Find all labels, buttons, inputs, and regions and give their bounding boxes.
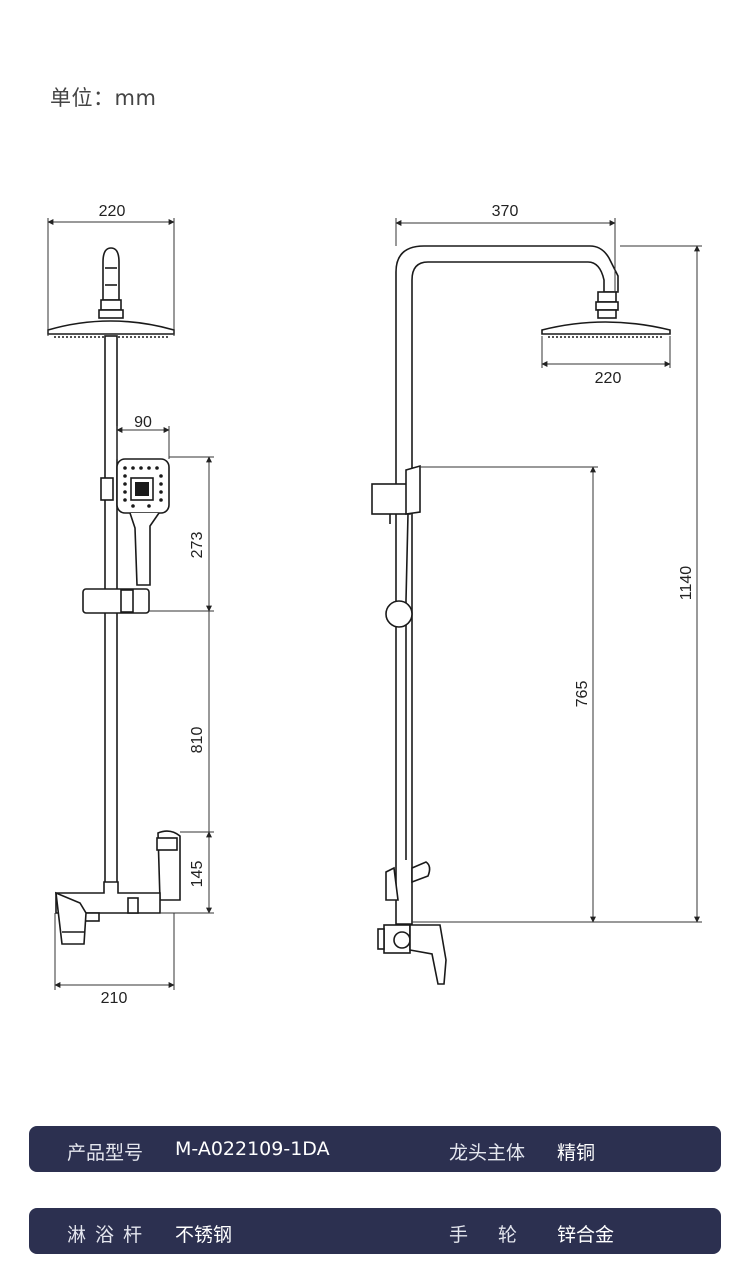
- side-slide-knob: [385, 600, 413, 628]
- side-outlet: [385, 866, 399, 901]
- side-riser-arm: [395, 245, 619, 925]
- spec-value-faucet-body: 精铜: [557, 1142, 596, 1164]
- spec-value-handwheel: 锌合金: [557, 1224, 615, 1246]
- dim-side-showerhead-width: 220: [595, 370, 622, 387]
- dim-front-rail-length: 810: [189, 727, 206, 754]
- technical-drawing: 220 90 273 810 145 210 370 220 1140 765: [47, 203, 702, 1007]
- side-lever-handle: [409, 924, 447, 985]
- spec-value-shower-rod: 不锈钢: [175, 1224, 233, 1246]
- spec-label-model: 产品型号: [67, 1142, 144, 1164]
- dim-front-spout-height: 145: [189, 861, 206, 888]
- dim-side-total-height: 1140: [678, 566, 695, 601]
- front-slide-holder: [82, 588, 150, 614]
- front-showerhead: [47, 320, 175, 335]
- spec-label-shower-rod: 淋浴杆: [67, 1224, 152, 1246]
- front-top-pipe: [102, 247, 120, 301]
- side-view: [371, 245, 671, 985]
- dim-side-arm-reach: 370: [492, 203, 519, 220]
- front-handheld-grip: [129, 512, 160, 586]
- dim-front-body-width: 210: [101, 990, 128, 1007]
- dim-front-handheld-height: 273: [189, 532, 206, 559]
- side-hose: [405, 513, 409, 860]
- spec-bar-model: 产品型号 M-A022109-1DA 龙头主体 精铜: [29, 1126, 721, 1172]
- front-dimension-lines: [47, 218, 214, 990]
- unit-label: 单位：mm: [50, 86, 157, 110]
- dim-front-showerhead-width: 220: [99, 203, 126, 220]
- side-showerhead: [541, 321, 671, 335]
- side-dimension-lines: [395, 218, 702, 923]
- dim-front-handheld-width: 90: [134, 414, 152, 431]
- dim-side-holder-height: 765: [574, 681, 591, 708]
- spec-label-handwheel: 手轮: [449, 1224, 548, 1246]
- spec-value-model: M-A022109-1DA: [175, 1138, 330, 1160]
- front-view: [47, 247, 181, 945]
- spec-label-faucet-body: 龙头主体: [449, 1142, 526, 1164]
- side-handheld-holder: [371, 483, 411, 515]
- spec-bar-material: 淋浴杆 不锈钢 手轮 锌合金: [29, 1208, 721, 1254]
